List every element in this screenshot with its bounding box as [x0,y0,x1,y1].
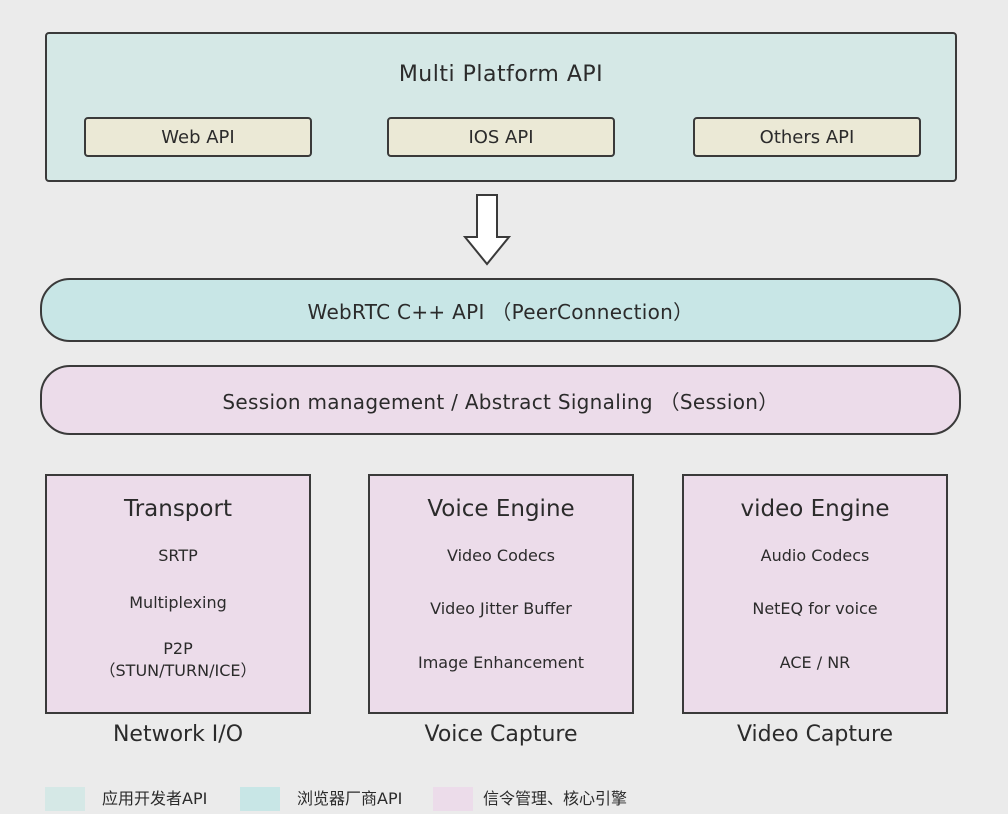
engine-item: Multiplexing [129,593,227,612]
ios-api-box: IOS API [387,117,615,157]
video-engine-box: video Engine Audio Codecs NetEQ for voic… [682,474,948,714]
engine-item: ACE / NR [779,653,851,672]
network-io-caption: Network I/O [112,722,244,747]
session-management-layer: Session management / Abstract Signaling … [40,365,961,435]
engine-item: P2P （STUN/TURN/ICE） [99,639,257,680]
legend-swatch-signaling-core-engine [433,787,473,811]
down-arrow-icon [462,194,512,266]
transport-engine-box: Transport SRTP Multiplexing P2P （STUN/TU… [45,474,311,714]
legend-label: 浏览器厂商API [297,789,403,808]
legend-swatch-browser-vendor-api [240,787,280,811]
engine-item: Image Enhancement [417,653,584,672]
engine-title: Voice Engine [427,496,575,522]
engine-item: Video Codecs [446,546,555,565]
voice-capture-caption: Voice Capture [424,722,578,747]
legend-label: 信令管理、核心引擎 [483,789,628,808]
webrtc-cpp-api-layer: WebRTC C++ API （PeerConnection） [40,278,961,342]
webrtc-cpp-api-label: WebRTC C++ API （PeerConnection） [307,299,694,324]
engine-item: Video Jitter Buffer [430,599,572,618]
engine-item: SRTP [158,546,198,565]
engine-title: Transport [124,496,232,522]
multi-platform-api-title: Multi Platform API [398,62,604,87]
engine-title: video Engine [740,496,890,522]
voice-engine-box: Voice Engine Video Codecs Video Jitter B… [368,474,634,714]
legend-swatch-app-developer-api [45,787,85,811]
multi-platform-api-block: Multi Platform API Web API IOS API Other… [45,32,957,182]
web-api-box: Web API [84,117,312,157]
session-management-label: Session management / Abstract Signaling … [222,389,779,414]
video-capture-caption: Video Capture [736,722,894,747]
engine-item: Audio Codecs [760,546,870,565]
legend-label: 应用开发者API [102,789,208,808]
engine-item: NetEQ for voice [752,599,878,618]
others-api-box: Others API [693,117,921,157]
